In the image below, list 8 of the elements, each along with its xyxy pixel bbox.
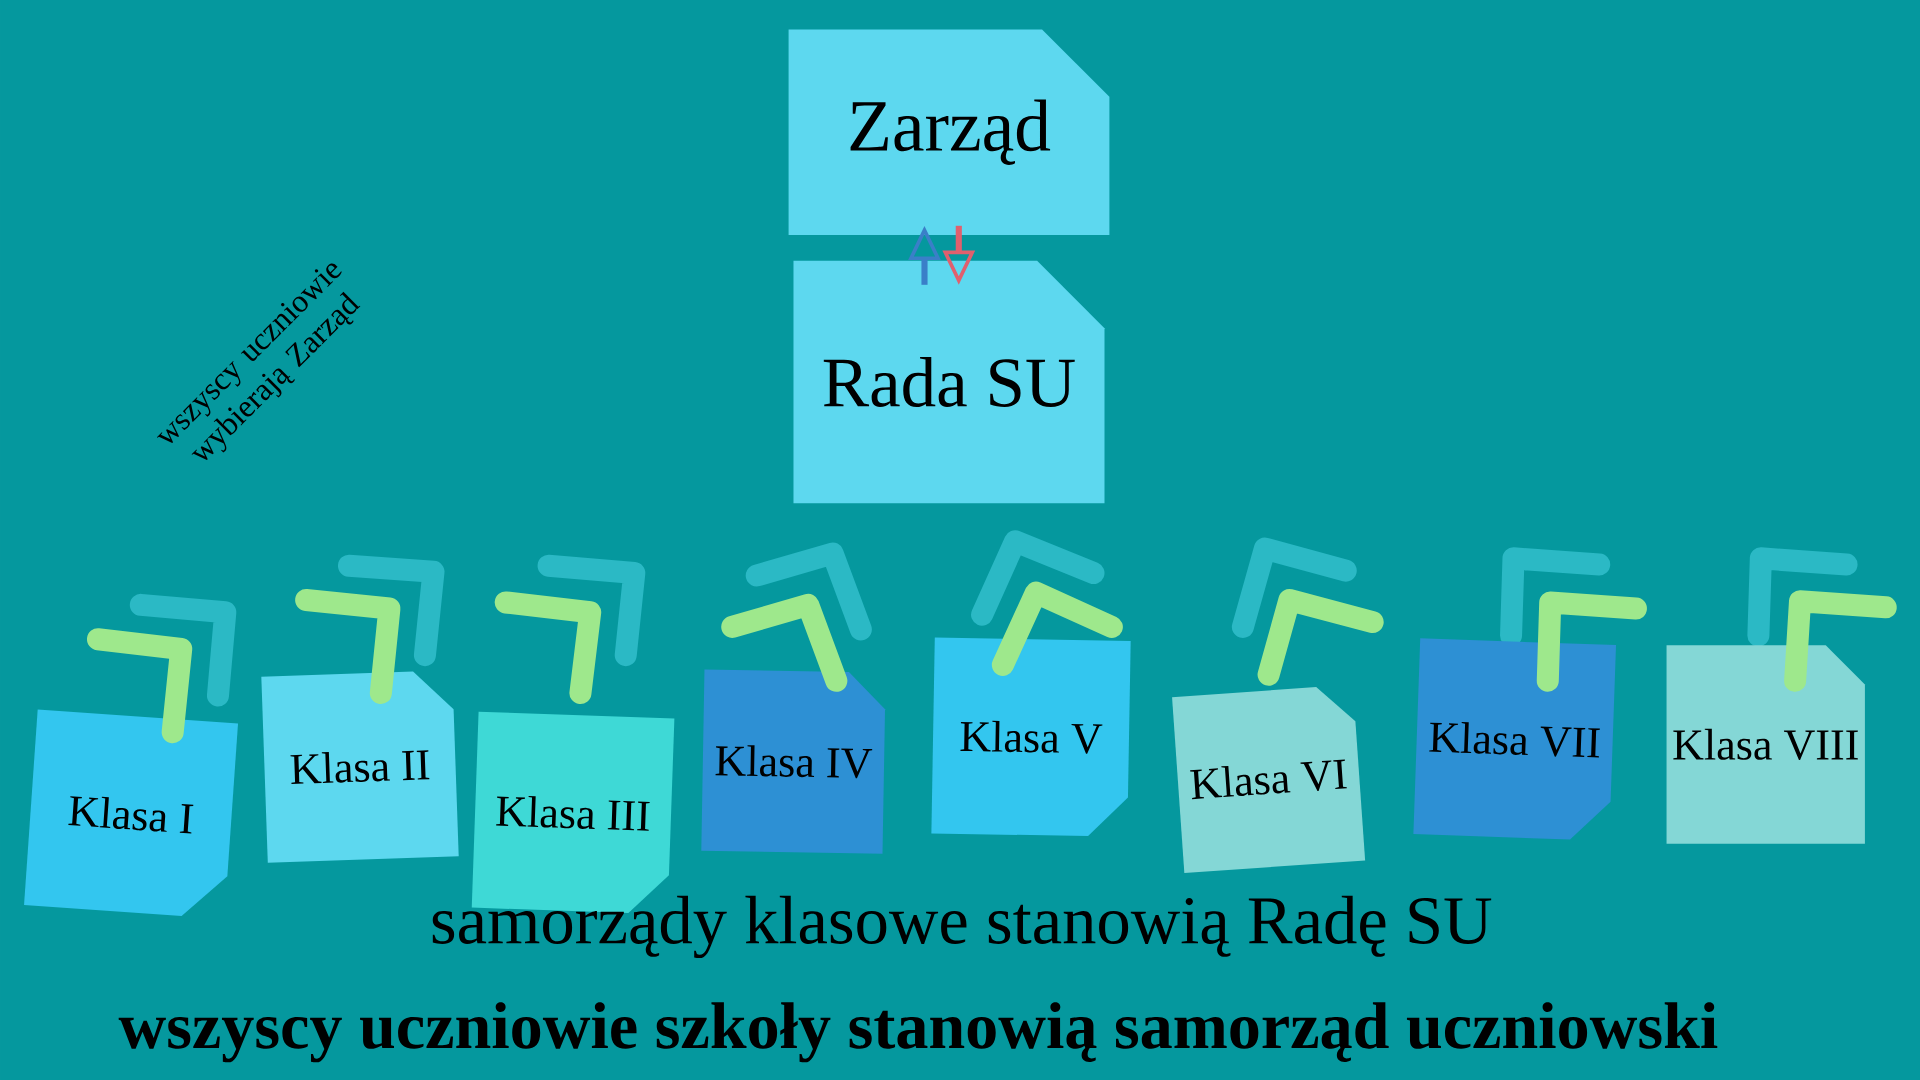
note-card: Klasa VI <box>1172 687 1366 874</box>
note-card: Klasa V <box>931 637 1131 837</box>
note-card: Klasa I <box>24 709 239 916</box>
note-card: Klasa IV <box>701 669 885 854</box>
card: Rada SU <box>793 260 1105 504</box>
card: Zarząd <box>788 29 1110 236</box>
caption-text: wszyscy uczniowie szkoły stanowią samorząd uczniowski <box>118 1002 1718 1063</box>
note-card: Klasa VIII <box>1666 645 1865 844</box>
